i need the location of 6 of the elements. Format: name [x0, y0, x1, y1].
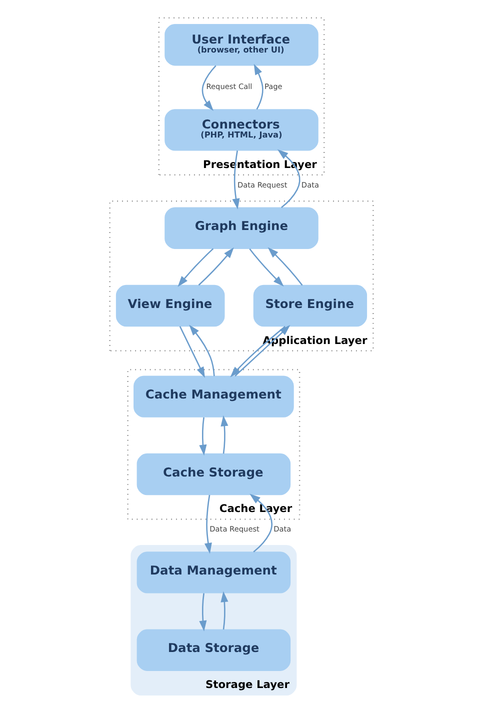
edge-label: Data — [274, 524, 292, 534]
edge-label: Request Call — [206, 82, 252, 92]
edge-label: Data Request — [237, 180, 288, 190]
edge-label: Data Request — [210, 524, 260, 534]
edge-label: Data — [301, 180, 319, 190]
edge-label: Page — [264, 82, 282, 92]
